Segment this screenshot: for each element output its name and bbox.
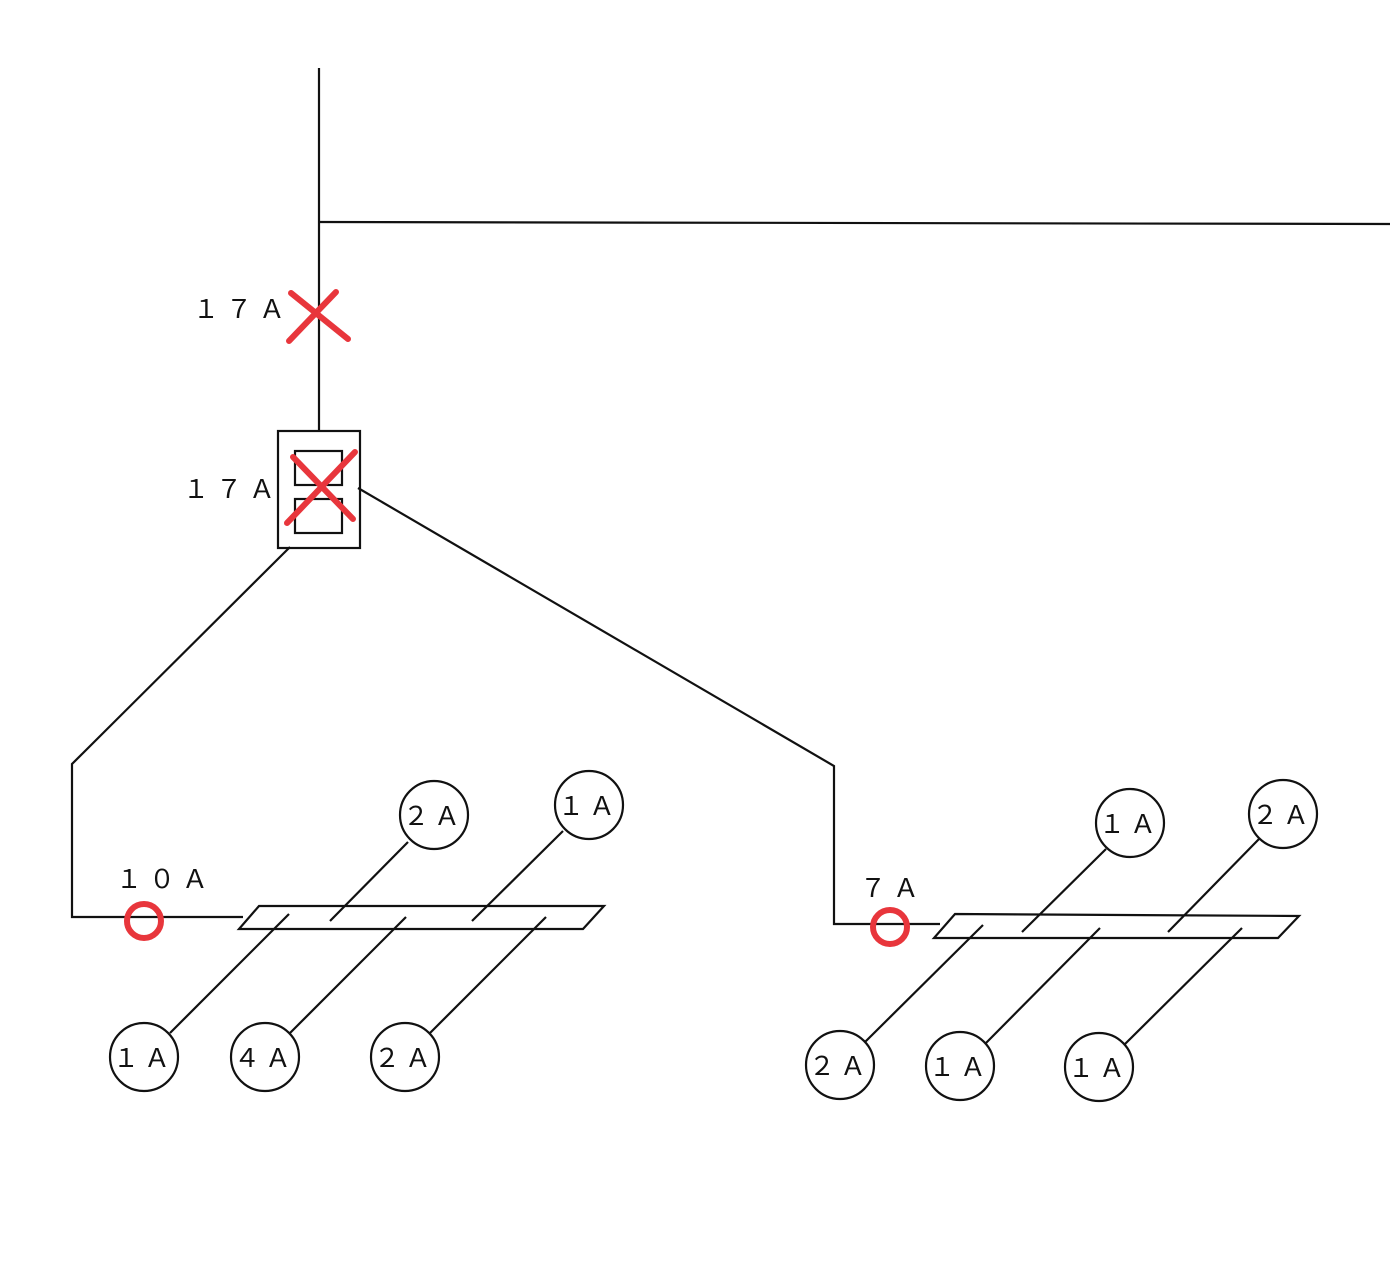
right-tap-top-2 (1167, 838, 1260, 933)
breaker-label: １７Ａ (183, 475, 282, 505)
main-fuse-label: １７Ａ (193, 295, 292, 325)
right-branch: ７Ａ １Ａ ２Ａ ２Ａ １Ａ １Ａ (804, 778, 1319, 1103)
load-circle-shape (229, 1021, 301, 1093)
left-feeder-wire (70, 546, 291, 919)
load-circle-shape (369, 1021, 441, 1093)
load-circle-shape (924, 1030, 996, 1102)
load-circle-shape (1247, 778, 1319, 850)
load-circle: １Ａ (1063, 1031, 1135, 1103)
load-circle: ２Ａ (369, 1021, 441, 1093)
right-tap-bottom-3 (1123, 927, 1243, 1046)
main-fuse-x-marker (286, 289, 351, 344)
load-circle-shape (108, 1021, 180, 1093)
load-value: １Ａ (558, 792, 620, 822)
load-value: ２Ａ (809, 1052, 871, 1082)
load-circle-shape (398, 779, 470, 851)
left-tap-bottom-3 (427, 916, 547, 1036)
right-outlet-strip (931, 912, 1302, 940)
load-circle-shape (553, 769, 625, 841)
left-branch-circle-marker (124, 901, 164, 941)
right-feeder-wire (357, 487, 940, 926)
right-tap-bottom-2 (983, 927, 1101, 1046)
x-stroke-1 (288, 290, 351, 342)
load-circle: １Ａ (553, 769, 625, 841)
left-branch-label: １０Ａ (116, 865, 215, 895)
load-value: ２Ａ (403, 802, 465, 832)
load-circle-shape (804, 1029, 876, 1101)
load-circle: １Ａ (108, 1021, 180, 1093)
right-tap-top-1 (1021, 848, 1107, 933)
load-value: １Ａ (929, 1053, 991, 1083)
load-value: １Ａ (1068, 1054, 1130, 1084)
load-value: １Ａ (1099, 810, 1161, 840)
load-circle: ２Ａ (398, 779, 470, 851)
left-tap-top-1 (329, 841, 409, 922)
load-circle: １Ａ (924, 1030, 996, 1102)
load-value: ４Ａ (234, 1044, 296, 1074)
left-tap-bottom-1 (169, 913, 290, 1034)
x-stroke-2 (284, 449, 358, 526)
left-tap-bottom-2 (286, 916, 407, 1037)
load-circle-shape (1063, 1031, 1135, 1103)
right-branch-circle-marker (870, 907, 910, 947)
load-value: ２Ａ (1252, 801, 1314, 831)
load-circle: ２Ａ (804, 1029, 876, 1101)
left-branch: １０Ａ ２Ａ １Ａ １Ａ ４Ａ ２Ａ (108, 769, 625, 1093)
load-value: ２Ａ (374, 1044, 436, 1074)
left-tap-top-2 (471, 830, 564, 922)
load-circle-shape (1094, 787, 1166, 859)
right-branch-label: ７Ａ (860, 874, 926, 904)
load-value: １Ａ (113, 1044, 175, 1074)
x-stroke-2 (286, 289, 339, 344)
service-horizontal-wire (318, 220, 1390, 226)
right-tap-bottom-1 (864, 924, 984, 1043)
load-circle: １Ａ (1094, 787, 1166, 859)
breaker-x-marker (284, 449, 358, 526)
load-circle: ４Ａ (229, 1021, 301, 1093)
load-circle: ２Ａ (1247, 778, 1319, 850)
left-outlet-strip (236, 904, 607, 931)
